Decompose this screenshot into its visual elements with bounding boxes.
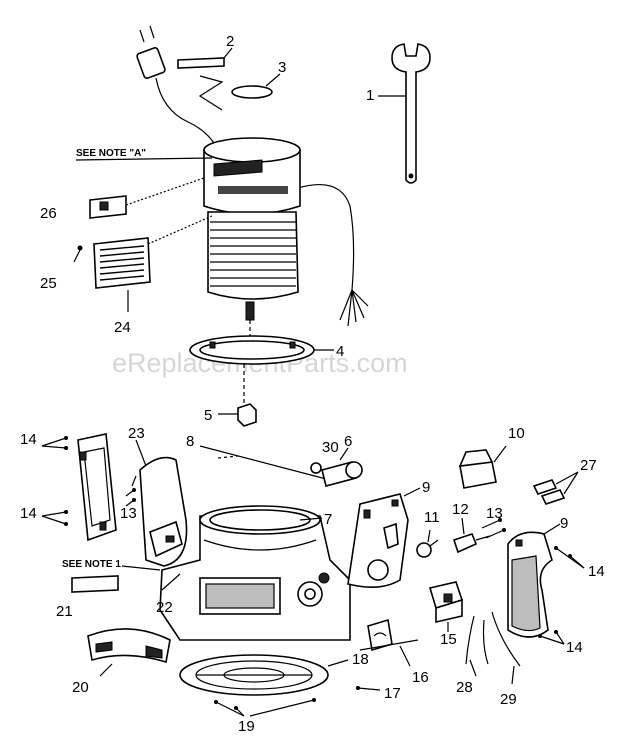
- part-26-switch: [89, 177, 205, 219]
- callout-6: 6: [344, 433, 352, 450]
- callout-9a: 9: [422, 479, 430, 496]
- part-22-leader: [161, 573, 181, 591]
- part-3-cap: [231, 73, 281, 99]
- part-18-sub-base: [179, 654, 349, 696]
- callout-14d: 14: [566, 639, 583, 656]
- callout-15: 15: [440, 631, 457, 648]
- part-15-switch-block: [428, 581, 464, 632]
- callout-2: 2: [226, 33, 234, 50]
- part-4-lock-ring: [189, 335, 334, 404]
- part-5-collet-nut: [218, 403, 257, 427]
- part-7-leader: [299, 517, 323, 521]
- callout-16: 16: [412, 669, 429, 686]
- callout-22: 22: [156, 599, 173, 616]
- part-14-handle-cover-left: [77, 433, 117, 542]
- part-12-connector: [452, 517, 491, 554]
- part-20-leader: [99, 663, 113, 677]
- note-1-label: SEE NOTE 1: [62, 559, 121, 570]
- callout-29: 29: [500, 691, 517, 708]
- callout-4: 4: [336, 343, 344, 360]
- part-25-screw: [73, 245, 83, 263]
- part-9-handle-right: [507, 523, 561, 638]
- router-base: [159, 505, 351, 641]
- part-14-screws-right: [538, 546, 585, 645]
- callout-17: 17: [384, 685, 401, 702]
- callout-25: 25: [40, 275, 57, 292]
- part-30-ball: [310, 462, 322, 474]
- callout-7: 7: [324, 511, 332, 528]
- part-9-bracket: [347, 487, 421, 588]
- part-24-vent-cover: [93, 215, 213, 312]
- callout-23: 23: [128, 425, 145, 442]
- callout-21: 21: [56, 603, 73, 620]
- callout-14c: 14: [588, 563, 605, 580]
- callout-30: 30: [322, 439, 339, 456]
- callout-28: 28: [456, 679, 473, 696]
- callout-13b: 13: [486, 505, 503, 522]
- part-13-screws-left: [125, 475, 137, 507]
- power-cord-plug: [136, 25, 369, 327]
- callout-12: 12: [452, 501, 469, 518]
- part-20-sub-base-guard: [87, 628, 171, 664]
- part-10-switch: [458, 445, 507, 489]
- part-29-wire: [491, 611, 521, 685]
- part-6-depth-pin: [321, 447, 363, 487]
- note-1-leader: [121, 565, 161, 571]
- callout-9b: 9: [560, 515, 568, 532]
- part-19-screws-bottom: [214, 698, 316, 717]
- note-a-leader: [75, 157, 213, 161]
- callout-18: 18: [352, 651, 369, 668]
- callout-27: 27: [580, 457, 597, 474]
- part-8-reference: [199, 445, 331, 481]
- callout-20: 20: [72, 679, 89, 696]
- callout-26: 26: [40, 205, 57, 222]
- callout-8: 8: [186, 433, 194, 450]
- note-a-label: SEE NOTE "A": [76, 148, 146, 159]
- callout-24: 24: [114, 319, 131, 336]
- part-13-screws-right: [481, 518, 506, 539]
- part-21-label: [71, 575, 119, 593]
- callout-3: 3: [278, 59, 286, 76]
- callout-1: 1: [366, 87, 374, 104]
- part-2-label-plate: [177, 47, 233, 111]
- callout-14a: 14: [20, 431, 37, 448]
- callout-13a: 13: [120, 505, 137, 522]
- part-28-wires: [465, 615, 489, 677]
- part-11-terminal: [416, 529, 439, 558]
- part-14-screws-left: [41, 436, 68, 526]
- callout-5: 5: [204, 407, 212, 424]
- callout-14b: 14: [20, 505, 37, 522]
- part-23-handle-left: [135, 439, 188, 567]
- part-27-connectors: [532, 471, 579, 505]
- part-1-wrench: [378, 43, 431, 184]
- part-16-plate: [359, 618, 419, 667]
- part-17-screw: [356, 686, 381, 691]
- callout-11: 11: [424, 509, 440, 526]
- callout-labels: 1 2 3 4 5 6 7 8 9 9 10 11 12 13 13 14 14…: [20, 33, 605, 735]
- callout-19: 19: [238, 718, 255, 735]
- callout-10: 10: [508, 425, 525, 442]
- motor-housing: [203, 137, 301, 340]
